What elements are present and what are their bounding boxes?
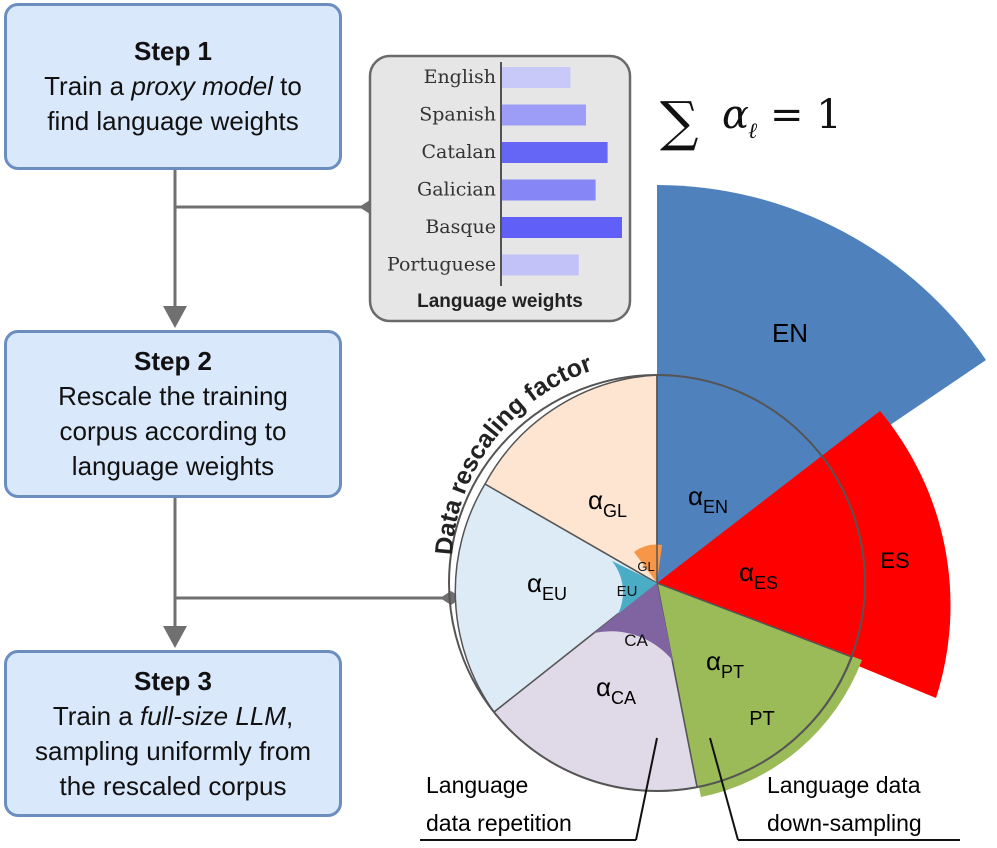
step-1-text-em: proxy model (131, 71, 273, 101)
inner-gl (634, 544, 662, 583)
flow-connectors (173, 170, 444, 632)
step-2-title: Step 2 (133, 346, 213, 376)
downsampling-line-2: down-sampling (767, 810, 922, 836)
alpha-es: αES (739, 557, 778, 593)
arrow-to-step2 (163, 306, 187, 328)
annotation-repetition: Language data repetition (420, 737, 658, 841)
arrow-to-step3 (163, 626, 187, 648)
inner-eu (612, 561, 657, 614)
weight-bar-portuguese (502, 254, 579, 276)
alpha-es-symbol: α (739, 557, 754, 587)
step-2-line-1: Rescale the training (58, 381, 288, 411)
downsampling-pointer (709, 737, 739, 841)
repetition-line-1: Language (426, 772, 528, 798)
step-3-title: Step 3 (133, 665, 213, 696)
sector-es (657, 411, 951, 698)
sector-en (657, 185, 986, 583)
alpha-ca-symbol: α (596, 672, 611, 702)
step-3-box: Step 3 Train a full-size LLM, sampling u… (4, 650, 342, 817)
alpha-en-sub: EN (703, 497, 728, 517)
label-eu: EU (617, 583, 638, 600)
step-1-line-2: find language weights (47, 106, 299, 136)
equals-one: = 1 (770, 92, 842, 138)
step-2-line-3: language weights (71, 451, 275, 481)
sector-gl (483, 374, 658, 585)
alpha-eu-sub: EU (542, 584, 567, 604)
weights-language-labels: EnglishSpanishCatalanGalicianBasquePortu… (387, 66, 496, 276)
alpha-subscript: ℓ (748, 119, 758, 144)
downsampling-line-1: Language data (767, 772, 921, 798)
weight-bar-catalan (502, 142, 608, 163)
step-3-line-1: Train a full-size LLM, (53, 699, 293, 734)
step-3-line-2: sampling uniformly from (35, 735, 311, 766)
label-en: EN (772, 318, 808, 348)
step-1-text-pre: Train a (44, 71, 132, 101)
alpha-ca: αCA (596, 672, 636, 708)
weight-label-portuguese: Portuguese (387, 254, 496, 276)
alpha-eu-symbol: α (527, 568, 542, 598)
weight-label-basque: Basque (425, 216, 496, 238)
alpha-symbol: α (722, 92, 749, 138)
label-gl: GL (637, 559, 654, 574)
step-1-line-1: Train a proxy model to (44, 69, 302, 104)
step-2-line-2: corpus according to (59, 416, 287, 446)
weights-bars (502, 67, 622, 276)
inner-ca (594, 583, 673, 661)
alpha-gl-sub: GL (603, 501, 627, 521)
repetition-line-2: data repetition (426, 810, 572, 836)
step-2-box: Step 2 Rescale the training corpus accor… (4, 330, 342, 498)
weight-bar-basque (502, 217, 622, 238)
sum-symbol: ∑ (660, 90, 699, 153)
step-1-title: Step 1 (133, 36, 213, 66)
weights-caption: Language weights (417, 291, 583, 312)
alpha-en-symbol: α (688, 481, 703, 511)
alpha-pt: αPT (706, 646, 744, 682)
weight-bar-english (502, 67, 571, 88)
repetition-pointer (635, 737, 658, 841)
step-1-box: Step 1 Train a proxy model to find langu… (4, 3, 342, 170)
alpha-ca-sub: CA (611, 688, 636, 708)
label-pt: PT (749, 708, 775, 730)
sector-eu (454, 482, 659, 714)
label-ca: CA (624, 631, 648, 650)
weight-label-english: English (424, 66, 496, 88)
step-3-text-post: , (285, 700, 294, 731)
step-3-text-em: full-size LLM (140, 700, 286, 731)
step-3-text-pre: Train a (52, 700, 140, 731)
weight-label-catalan: Catalan (422, 141, 496, 163)
alpha-eu: αEU (527, 568, 567, 604)
label-es: ES (880, 548, 909, 573)
alpha-pt-symbol: α (706, 646, 721, 676)
alpha-pt-sub: PT (721, 662, 744, 682)
alpha-en: αEN (688, 481, 728, 517)
step-1-text-post: to (272, 71, 302, 101)
weight-bar-galician (502, 179, 596, 201)
annotation-downsampling: Language data down-sampling (709, 737, 960, 841)
alpha-gl-symbol: α (588, 485, 603, 515)
weight-bar-spanish (502, 104, 586, 126)
step-3-line-3: the rescaled corpus (59, 770, 287, 801)
sum-formula: ∑ α ℓ = 1 (660, 90, 842, 153)
alpha-es-sub: ES (754, 573, 778, 593)
weight-label-spanish: Spanish (419, 104, 496, 126)
weight-label-galician: Galician (417, 179, 496, 201)
alpha-gl: αGL (588, 485, 627, 521)
